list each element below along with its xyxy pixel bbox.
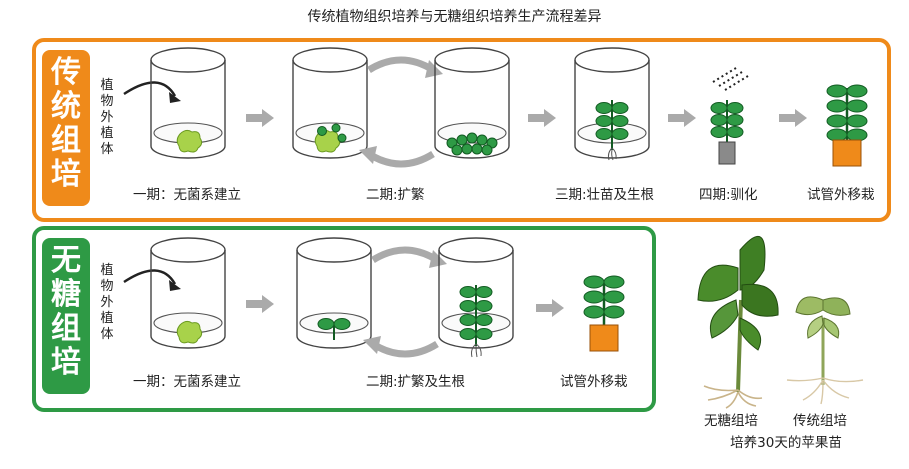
step-label: 二期:扩繁 [366,187,425,203]
flow-arrow-icon [668,109,696,127]
acclimatized-plantlet-icon [710,100,744,165]
label-char: 外 [100,110,114,125]
step-label: 试管外移栽 [560,374,628,390]
label-char: 植 [100,263,114,278]
traditional-seedling-icon [786,296,864,405]
traditional-tag: 传 统 组 培 [42,50,90,206]
flow-arrow-icon [779,109,807,127]
tag-char: 传 [51,55,81,90]
traditional-panel [32,38,891,222]
label-char: 植 [100,126,114,141]
light-icon [712,67,749,91]
callus-shoots-icon [314,123,347,153]
step-label: 四期:驯化 [699,187,758,203]
step-label: 二期:扩繁及生根 [366,374,466,390]
tag-char: 组 [51,123,81,158]
rooted-plantlet-icon [459,285,493,358]
photo-label-left: 无糖组培 [704,413,758,429]
label-char: 外 [100,295,114,310]
transplanted-seedling-icon [826,84,868,167]
rooted-plantlet-icon [595,100,629,161]
step-label: 一期：无菌系建立 [133,374,241,390]
page-title: 传统植物组织培养与无糖组织培养生产流程差异 [307,9,602,25]
explant-label-traditional: 植 物 外 植 体 [99,78,115,158]
flow-arrow-icon [246,295,274,313]
tag-char: 组 [51,311,81,346]
photo-label-right: 传统组培 [793,413,847,429]
cycle-arrow-icon [359,60,443,164]
young-shoot-icon [317,318,351,340]
transplanted-seedling-icon [583,275,625,352]
label-char: 植 [100,78,114,93]
step-label: 三期:壮苗及生根 [555,187,655,203]
cycle-arrow-icon [363,250,447,354]
label-char: 体 [100,142,114,157]
sugarfree-panel [32,226,656,412]
label-char: 物 [100,94,114,109]
sugarfree-seedling-icon [697,236,779,409]
label-char: 植 [100,311,114,326]
step-label: 试管外移栽 [807,187,875,203]
tag-char: 培 [51,157,81,192]
curved-arrow-icon [123,81,181,103]
flow-arrow-icon [536,299,564,317]
photo-caption: 培养30天的苹果苗 [730,435,842,451]
callus-icon [176,129,203,153]
callus-icon [176,320,203,344]
label-char: 体 [100,327,114,342]
tag-char: 无 [51,243,81,278]
sugarfree-tag: 无 糖 组 培 [42,238,90,394]
tag-char: 培 [51,345,81,380]
multiplied-shoots-icon [446,132,498,156]
apple-seedling-photo [697,236,864,409]
flow-arrow-icon [528,109,556,127]
explant-label-sugarfree: 植 物 外 植 体 [99,263,115,343]
curved-arrow-icon [123,269,181,291]
flow-arrow-icon [246,109,274,127]
tag-char: 统 [51,89,81,124]
step-label: 一期：无菌系建立 [133,187,241,203]
label-char: 物 [100,279,114,294]
tag-char: 糖 [51,277,81,312]
